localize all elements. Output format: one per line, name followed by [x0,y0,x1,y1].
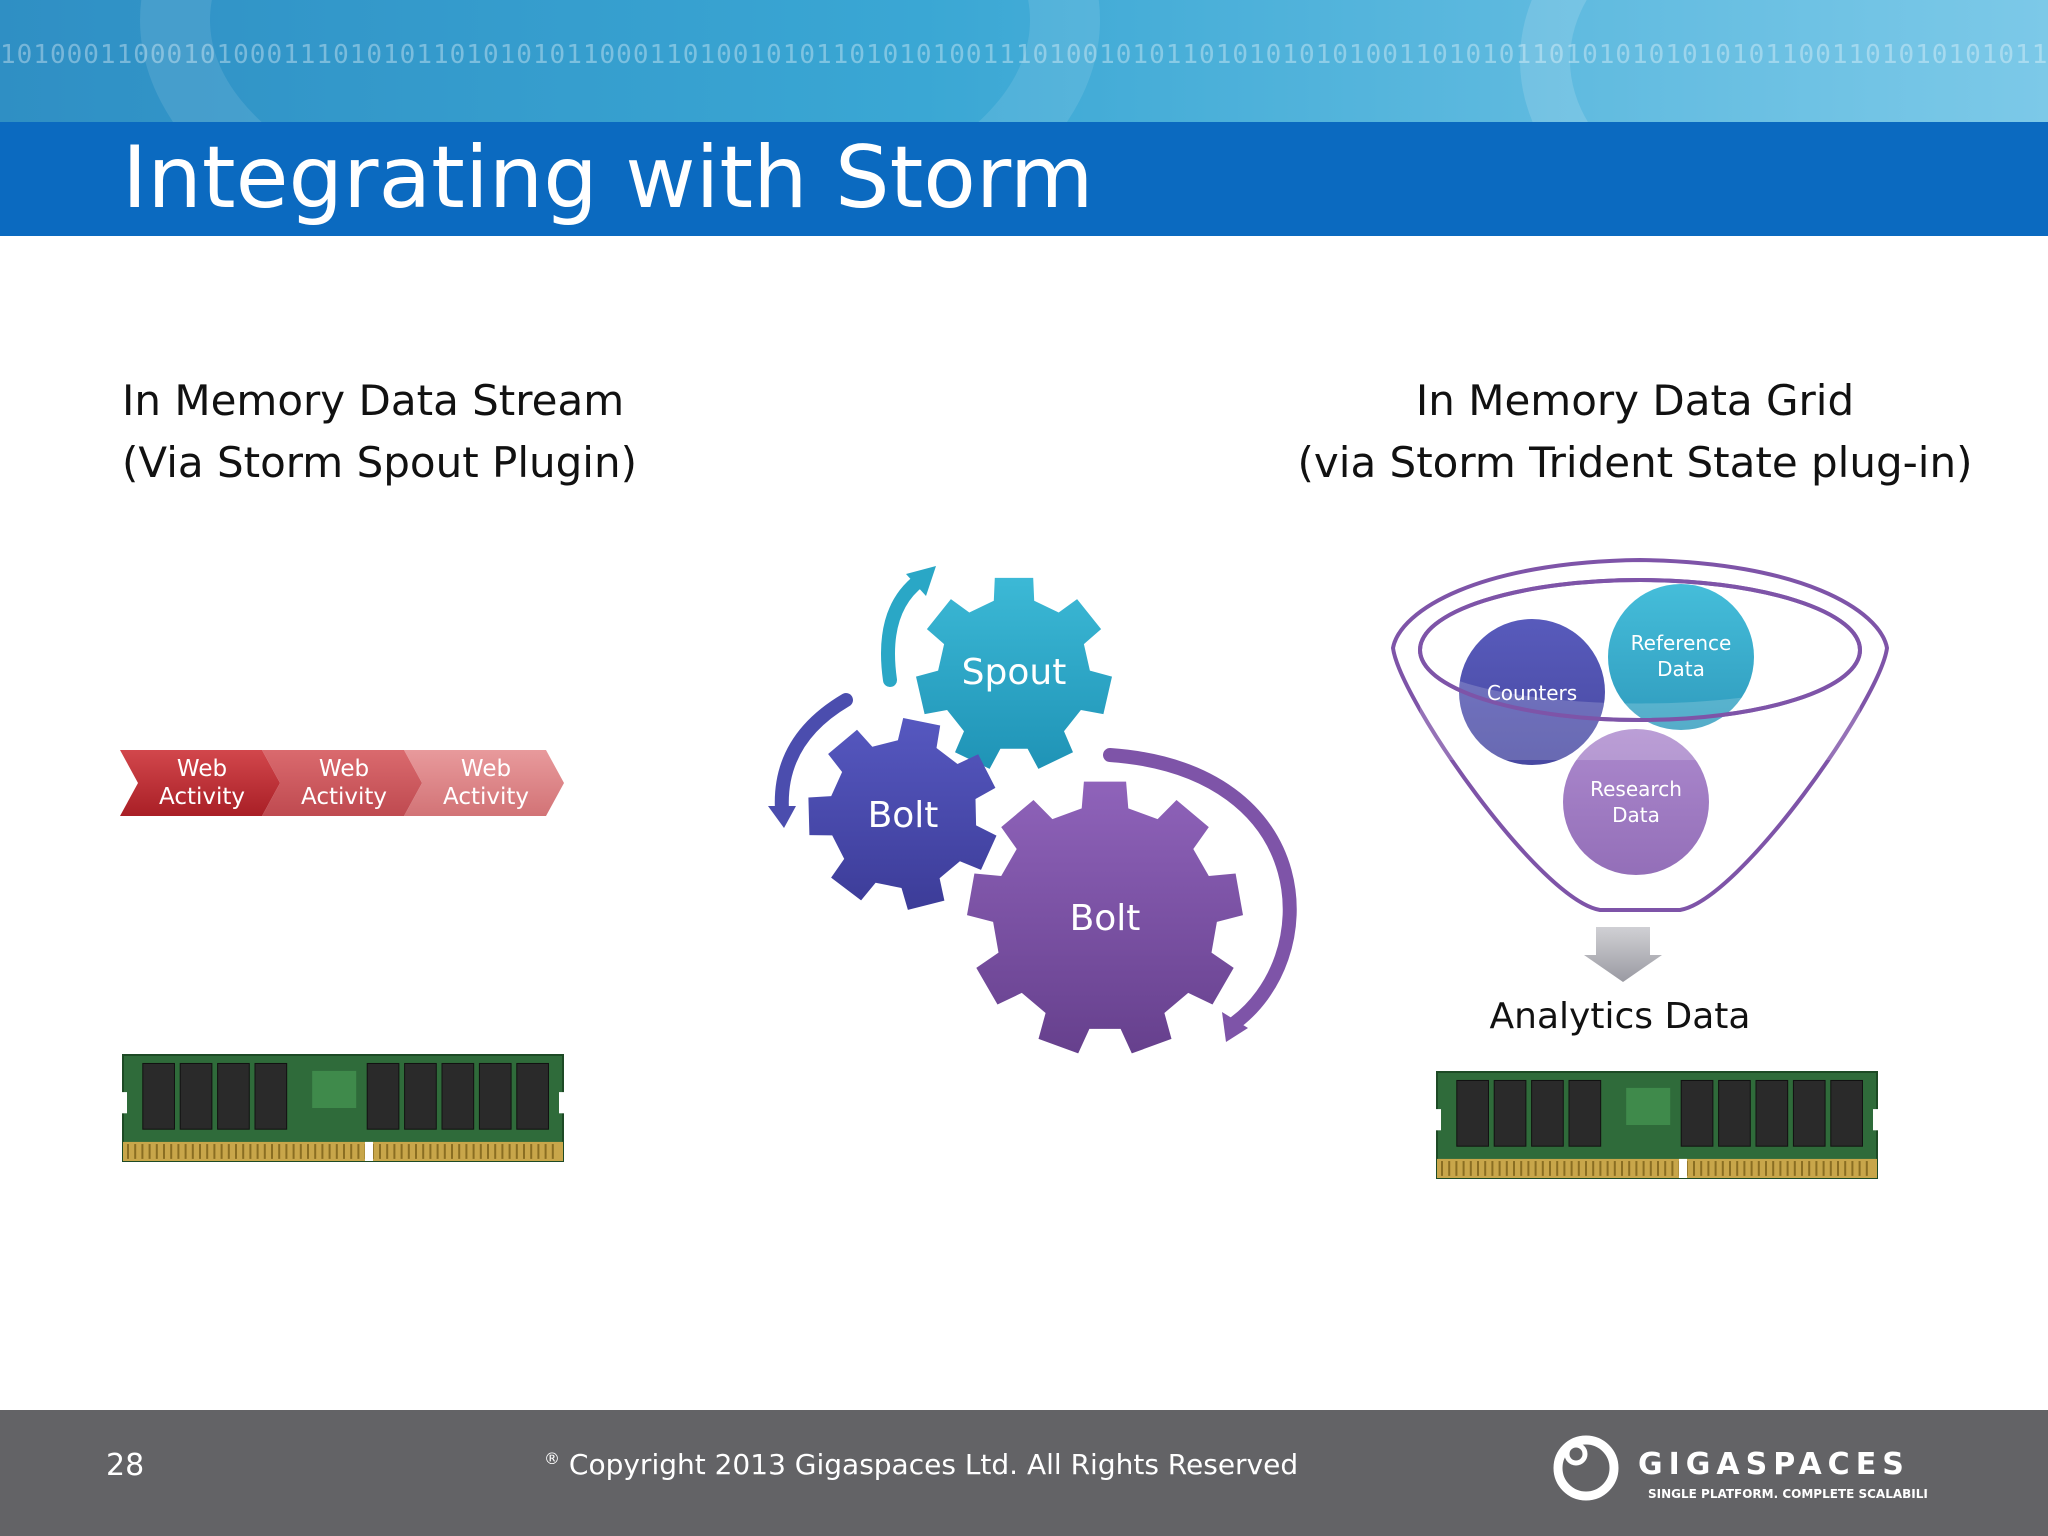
memory-module-icon [121,1054,565,1162]
footer [0,1410,2048,1536]
curved-arrow-icon [881,566,936,687]
chevron-3-line2: Activity [443,784,529,810]
gear-icon [916,577,1112,769]
research-label-line2: Data [1612,803,1660,827]
counters-circle [1459,619,1605,765]
research-label-line1: Research [1590,777,1682,801]
counters-label: Counters [1487,681,1577,705]
title-bar [0,122,2048,236]
right-heading-line2: (via Storm Trident State plug-in) [1297,438,1973,487]
down-arrow-icon [1584,927,1662,982]
gigaspaces-logo: GIGASPACES SINGLE PLATFORM. COMPLETE SCA… [1553,1435,1928,1501]
left-heading-line2: (Via Storm Spout Plugin) [122,438,637,487]
left-heading: In Memory Data Stream (Via Storm Spout P… [122,370,637,494]
chevron-3-line1: Web [461,756,511,782]
memory-module-icon [1435,1071,1879,1179]
gear-icon [967,781,1243,1054]
header-decoration [1520,0,2048,122]
right-heading-line1: In Memory Data Grid [1415,376,1855,425]
slide-title: Integrating with Storm [122,128,1094,228]
copyright-text: Copyright 2013 Gigaspaces Ltd. All Right… [568,1448,1299,1481]
chevron-3: Web Activity [404,750,564,816]
header-decoration [140,0,1100,122]
research-data-circle [1563,729,1709,875]
reference-label-line2: Data [1657,657,1705,681]
chevron-1-line1: Web [177,756,227,782]
gear-bolt-large-label: Bolt [1070,898,1141,939]
copyright: ® Copyright 2013 Gigaspaces Ltd. All Rig… [544,1448,1298,1481]
gear-bolt-small-label: Bolt [868,795,939,836]
curved-arrow-icon [768,693,853,828]
logo-tagline: SINGLE PLATFORM. COMPLETE SCALABILITY [1648,1487,1928,1501]
right-heading: In Memory Data Grid (via Storm Trident S… [1280,370,1990,494]
header-banner: 1010001100010100011101010110101010110001… [0,0,2048,122]
chevron-2-line2: Activity [301,784,387,810]
gear-icon [808,718,997,910]
left-heading-line1: In Memory Data Stream [122,376,625,425]
funnel-rim [1418,578,1862,722]
funnel-overlay [1420,660,1860,760]
copyright-mark: ® [544,1449,560,1468]
analytics-data-label: Analytics Data [1490,996,1751,1037]
curved-arrow-icon [1103,748,1297,1042]
reference-data-circle [1608,584,1754,730]
chevron-1: Web Activity [120,750,280,816]
reference-label-line1: Reference [1631,631,1732,655]
logo-name: GIGASPACES [1638,1447,1910,1482]
gear-spout-label: Spout [962,652,1067,693]
web-activity-stream: Web Activity Web Activity Web Activity [120,750,564,816]
page-number: 28 [106,1448,145,1483]
chevron-1-line2: Activity [159,784,245,810]
binary-pattern: 1010001100010100011101010110101010110001… [0,40,2048,70]
chevron-2-line1: Web [319,756,369,782]
chevron-2: Web Activity [262,750,422,816]
